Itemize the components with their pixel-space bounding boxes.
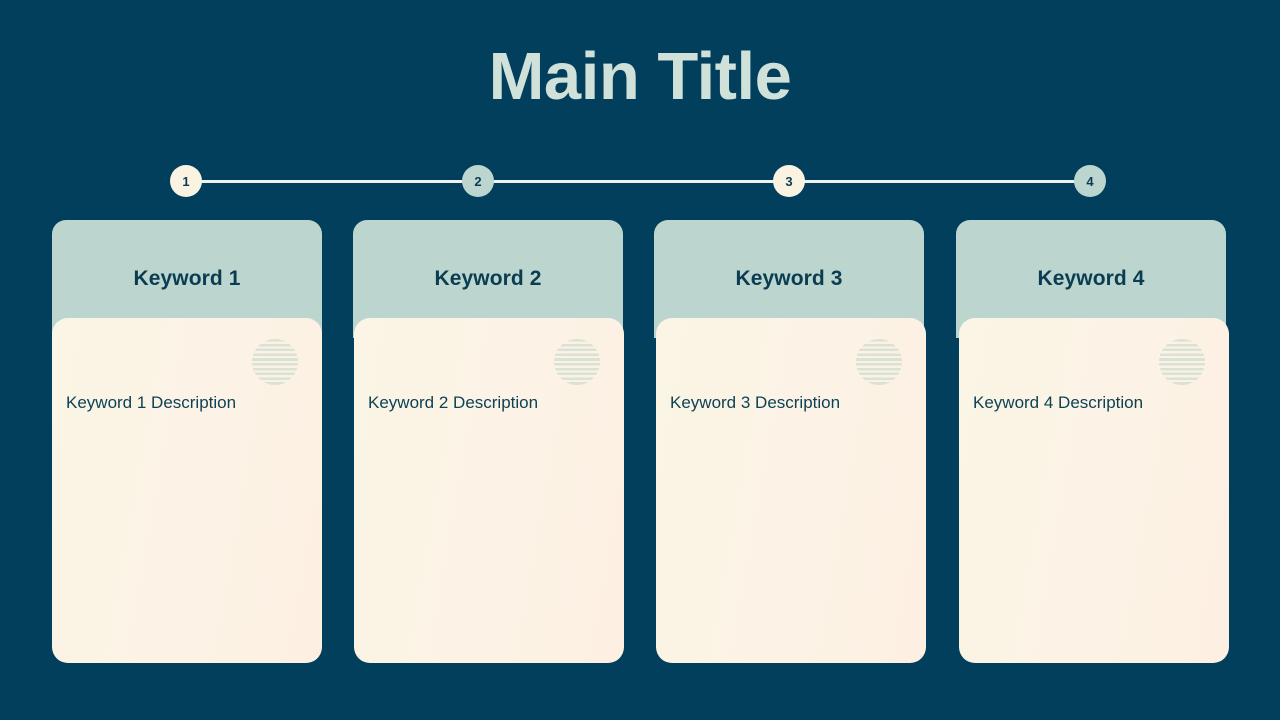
striped-circle-icon xyxy=(554,339,600,385)
card-body-4: Keyword 4 Description xyxy=(959,318,1229,663)
striped-circle-icon xyxy=(856,339,902,385)
timeline-marker-1[interactable]: 1 xyxy=(170,165,202,197)
card-header-title-4: Keyword 4 xyxy=(1037,267,1145,290)
card-description-1: Keyword 1 Description xyxy=(66,393,237,412)
card-keyword-4[interactable]: Keyword 4 Keyword 4 Description xyxy=(956,220,1229,663)
card-body-2: Keyword 2 Description xyxy=(354,318,624,663)
card-header-title-2: Keyword 2 xyxy=(434,267,542,290)
timeline-marker-4[interactable]: 4 xyxy=(1074,165,1106,197)
card-body-3: Keyword 3 Description xyxy=(656,318,926,663)
card-description-4: Keyword 4 Description xyxy=(973,393,1144,412)
timeline-marker-3-label: 3 xyxy=(785,173,793,189)
page-title: Main Title xyxy=(488,39,792,114)
card-description-3: Keyword 3 Description xyxy=(670,393,841,412)
timeline-marker-4-label: 4 xyxy=(1086,173,1094,189)
timeline-connector-line xyxy=(186,179,1090,183)
card-list: Keyword 1 Keyword 1 Description Keyword … xyxy=(0,220,1280,665)
card-keyword-2[interactable]: Keyword 2 Keyword 2 Description xyxy=(353,220,624,663)
timeline: 1 2 3 4 xyxy=(170,165,1106,197)
card-keyword-1[interactable]: Keyword 1 Keyword 1 Description xyxy=(52,220,322,663)
card-header-title-1: Keyword 1 xyxy=(133,267,241,290)
card-description-2: Keyword 2 Description xyxy=(368,393,539,412)
timeline-marker-1-label: 1 xyxy=(182,173,190,189)
timeline-marker-3[interactable]: 3 xyxy=(773,165,805,197)
timeline-marker-2[interactable]: 2 xyxy=(462,165,494,197)
striped-circle-icon xyxy=(1159,339,1205,385)
card-header-title-3: Keyword 3 xyxy=(735,267,843,290)
timeline-marker-2-label: 2 xyxy=(474,173,482,189)
card-body-1: Keyword 1 Description xyxy=(52,318,322,663)
card-keyword-3[interactable]: Keyword 3 Keyword 3 Description xyxy=(654,220,926,663)
striped-circle-icon xyxy=(252,339,298,385)
